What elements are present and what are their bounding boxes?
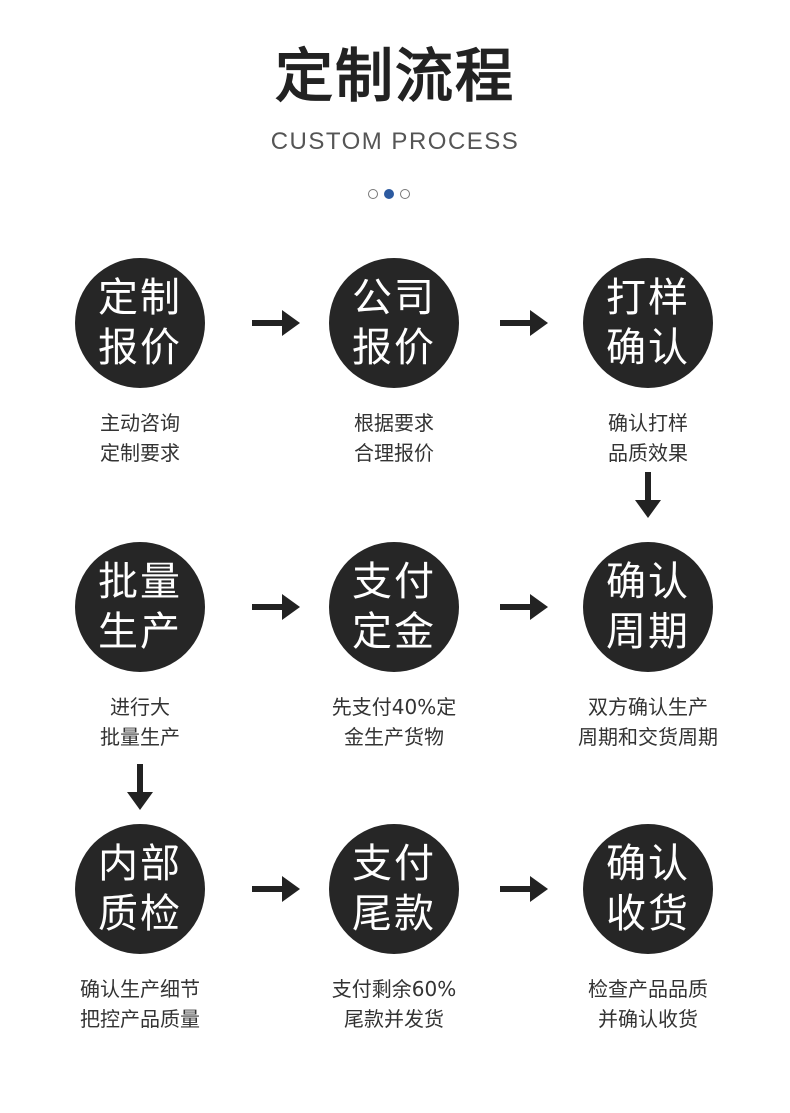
pager-dot[interactable] xyxy=(400,189,410,199)
step-desc-line: 根据要求 xyxy=(354,411,434,435)
step-desc-line: 先支付40%定 xyxy=(331,695,457,719)
step-circle: 批量 生产 xyxy=(75,542,205,672)
step-circle-line: 内部 xyxy=(98,841,182,887)
step-desc-line: 支付剩余60% xyxy=(331,977,457,1001)
step-mass-production: 批量 生产 进行大 批量生产 xyxy=(40,542,240,752)
arrow-right-icon xyxy=(500,876,548,902)
step-circle-line: 支付 xyxy=(352,841,436,887)
arrow-right-icon xyxy=(252,310,300,336)
step-desc-line: 金生产货物 xyxy=(344,725,444,749)
step-circle: 确认 周期 xyxy=(583,542,713,672)
arrow-right-icon xyxy=(500,594,548,620)
step-desc-line: 确认生产细节 xyxy=(80,977,200,1001)
step-desc-line: 检查产品品质 xyxy=(588,977,708,1001)
step-circle-line: 尾款 xyxy=(352,891,436,937)
step-circle-line: 打样 xyxy=(606,275,690,321)
step-circle-line: 确认 xyxy=(606,841,690,887)
step-description: 确认生产细节 把控产品质量 xyxy=(40,974,240,1034)
step-sample-confirm: 打样 确认 确认打样 品质效果 xyxy=(548,258,748,468)
pager-dots xyxy=(368,189,410,201)
step-circle-line: 报价 xyxy=(352,325,436,371)
step-circle-line: 批量 xyxy=(98,559,182,605)
step-circle: 公司 报价 xyxy=(329,258,459,388)
step-desc-line: 周期和交货周期 xyxy=(578,725,718,749)
step-desc-line: 双方确认生产 xyxy=(588,695,708,719)
step-desc-line: 合理报价 xyxy=(354,441,434,465)
step-quality-inspection: 内部 质检 确认生产细节 把控产品质量 xyxy=(40,824,240,1034)
step-pay-deposit: 支付 定金 先支付40%定 金生产货物 xyxy=(294,542,494,752)
step-desc-line: 品质效果 xyxy=(608,441,688,465)
step-desc-line: 尾款并发货 xyxy=(344,1007,444,1031)
arrow-right-icon xyxy=(252,876,300,902)
step-circle-line: 支付 xyxy=(352,559,436,605)
arrow-right-icon xyxy=(252,594,300,620)
step-desc-line: 并确认收货 xyxy=(598,1007,698,1031)
pager-dot[interactable] xyxy=(368,189,378,199)
step-desc-line: 批量生产 xyxy=(100,725,180,749)
step-description: 支付剩余60% 尾款并发货 xyxy=(294,974,494,1034)
step-circle-line: 定金 xyxy=(352,609,436,655)
step-desc-line: 主动咨询 xyxy=(100,411,180,435)
page-title: 定制流程 xyxy=(274,42,515,110)
pager-dot-active[interactable] xyxy=(384,189,394,199)
step-circle-line: 质检 xyxy=(98,891,182,937)
step-desc-line: 确认打样 xyxy=(608,411,688,435)
step-desc-line: 进行大 xyxy=(110,695,170,719)
page-subtitle: CUSTOM PROCESS xyxy=(270,128,520,155)
step-description: 根据要求 合理报价 xyxy=(294,408,494,468)
step-circle-line: 生产 xyxy=(98,609,182,655)
step-circle: 支付 尾款 xyxy=(329,824,459,954)
step-description: 确认打样 品质效果 xyxy=(548,408,748,468)
step-circle: 内部 质检 xyxy=(75,824,205,954)
step-circle: 支付 定金 xyxy=(329,542,459,672)
step-company-quote: 公司 报价 根据要求 合理报价 xyxy=(294,258,494,468)
arrow-right-icon xyxy=(500,310,548,336)
step-circle-line: 收货 xyxy=(606,891,690,937)
step-circle-line: 报价 xyxy=(98,325,182,371)
arrow-down-icon xyxy=(127,764,153,810)
step-description: 检查产品品质 并确认收货 xyxy=(548,974,748,1034)
step-circle-line: 公司 xyxy=(352,275,436,321)
step-circle-line: 确认 xyxy=(606,559,690,605)
step-confirm-cycle: 确认 周期 双方确认生产 周期和交货周期 xyxy=(548,542,748,752)
arrow-down-icon xyxy=(635,472,661,518)
step-pay-balance: 支付 尾款 支付剩余60% 尾款并发货 xyxy=(294,824,494,1034)
step-circle-line: 定制 xyxy=(98,275,182,321)
step-circle-line: 确认 xyxy=(606,325,690,371)
step-description: 进行大 批量生产 xyxy=(40,692,240,752)
step-circle: 打样 确认 xyxy=(583,258,713,388)
step-description: 主动咨询 定制要求 xyxy=(40,408,240,468)
step-quote-custom: 定制 报价 主动咨询 定制要求 xyxy=(40,258,240,468)
step-desc-line: 把控产品质量 xyxy=(80,1007,200,1031)
step-circle: 确认 收货 xyxy=(583,824,713,954)
step-desc-line: 定制要求 xyxy=(100,441,180,465)
step-description: 双方确认生产 周期和交货周期 xyxy=(548,692,748,752)
step-confirm-receipt: 确认 收货 检查产品品质 并确认收货 xyxy=(548,824,748,1034)
step-circle-line: 周期 xyxy=(606,609,690,655)
step-description: 先支付40%定 金生产货物 xyxy=(294,692,494,752)
step-circle: 定制 报价 xyxy=(75,258,205,388)
